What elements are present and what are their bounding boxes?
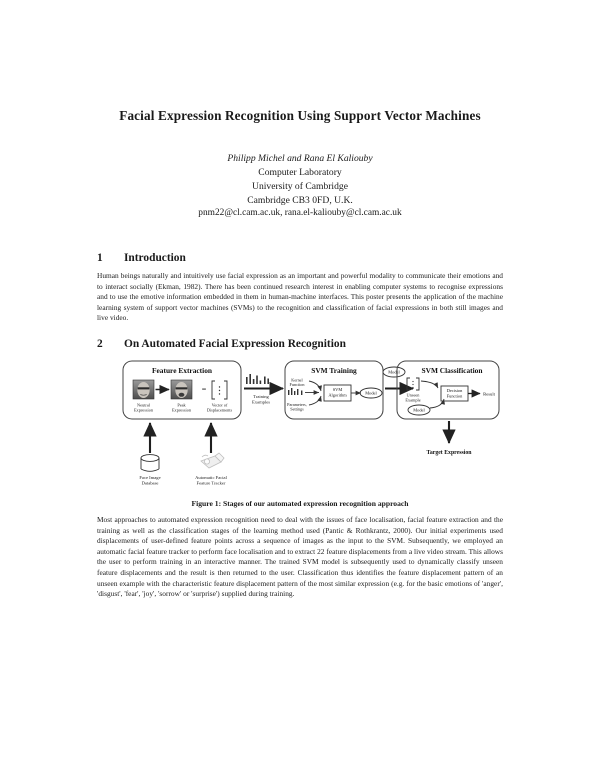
displacement-vector-bracket [211,380,228,400]
figure-diagram: Feature Extraction [97,357,503,497]
feature-extraction-box: Feature Extraction [122,360,242,420]
equals-sign: = [202,385,207,394]
svm-training-box: SVM Training Kernel Function Parameters,… [284,360,384,420]
face-image-database-source: Face Image Database [139,422,161,486]
section-heading-automated-recognition: 2 On Automated Facial Expression Recogni… [97,324,503,350]
affiliation-address: Cambridge CB3 0FD, U.K. [247,194,353,206]
svm-training-title: SVM Training [311,366,357,375]
page-title: Facial Expression Recognition Using Supp… [119,108,481,123]
label-training-examples-1: Training [253,394,269,399]
figure-caption: Figure 1: Stages of our automated expres… [191,499,409,509]
section-paragraph-introduction: Human beings naturally and intuitively u… [97,271,503,323]
affiliation-university: University of Cambridge [252,180,348,192]
label-training-examples-2: Examples [252,400,270,405]
label-svm-algorithm-1: SVM [333,387,343,392]
label-vector-1: Vector of [212,403,228,408]
label-kernel-2: Function [290,382,306,387]
label-database-2: Database [142,481,159,486]
section-title: Introduction [124,252,186,265]
label-unseen-2: Example [405,398,420,403]
label-parameters-1: Parameters, [287,402,307,408]
label-model-classification: Model [413,408,425,413]
label-vector-2: Displacements [207,408,233,413]
label-database-1: Face Image [139,475,160,480]
affiliation-lab: Computer Laboratory [258,166,342,178]
svm-classification-title: SVM Classification [422,366,483,375]
label-model-transfer: Model [388,370,400,375]
label-model-training: Model [365,391,377,396]
video-camera-icon [200,452,225,469]
author-list: Philipp Michel and Rana El Kaliouby [227,152,373,164]
label-peak-2: Expression [172,408,192,413]
section-title: On Automated Facial Expression Recogniti… [124,338,346,351]
neutral-expression-image [132,379,155,400]
label-parameters-2: Settings [290,407,304,412]
target-expression-output: Target Expression [427,421,473,456]
feature-tracker-source: Automatic Facial Feature Tracker [195,422,228,486]
section-number: 2 [97,338,103,351]
label-decision-1: Decision [447,388,463,393]
label-neutral-1: Neutral [137,403,151,408]
section-number: 1 [97,252,103,265]
label-result: Result [483,391,495,396]
database-cylinder-icon [140,454,160,472]
model-transfer-connector: Model [382,366,415,396]
label-peak-1: Peak [177,403,186,408]
feature-extraction-title: Feature Extraction [152,366,212,375]
label-tracker-2: Feature Tracker [197,481,226,486]
label-svm-algorithm-2: Algorithm [328,393,347,398]
label-decision-2: Function [447,393,463,398]
figure-1: Feature Extraction [97,357,503,497]
label-unseen-1: Unseen [407,393,421,398]
unseen-example-bracket [406,377,420,391]
label-tracker-1: Automatic Facial [195,475,227,480]
training-examples-connector: Training Examples [244,374,285,405]
author-emails: pnm22@cl.cam.ac.uk, rana.el-kaliouby@cl.… [198,208,402,219]
feature-vector-glyph-1 [246,374,269,385]
feature-vector-glyph-2 [288,388,303,396]
label-target-expression: Target Expression [427,450,473,456]
section-paragraph-automated-recognition: Most approaches to automated expression … [97,515,503,599]
peak-expression-image [170,379,193,400]
label-kernel-1: Kernel [291,378,303,383]
svm-classification-box: SVM Classification Unseen Example Model [396,360,500,420]
label-neutral-2: Expression [134,408,154,413]
section-heading-introduction: 1 Introduction [97,221,503,264]
